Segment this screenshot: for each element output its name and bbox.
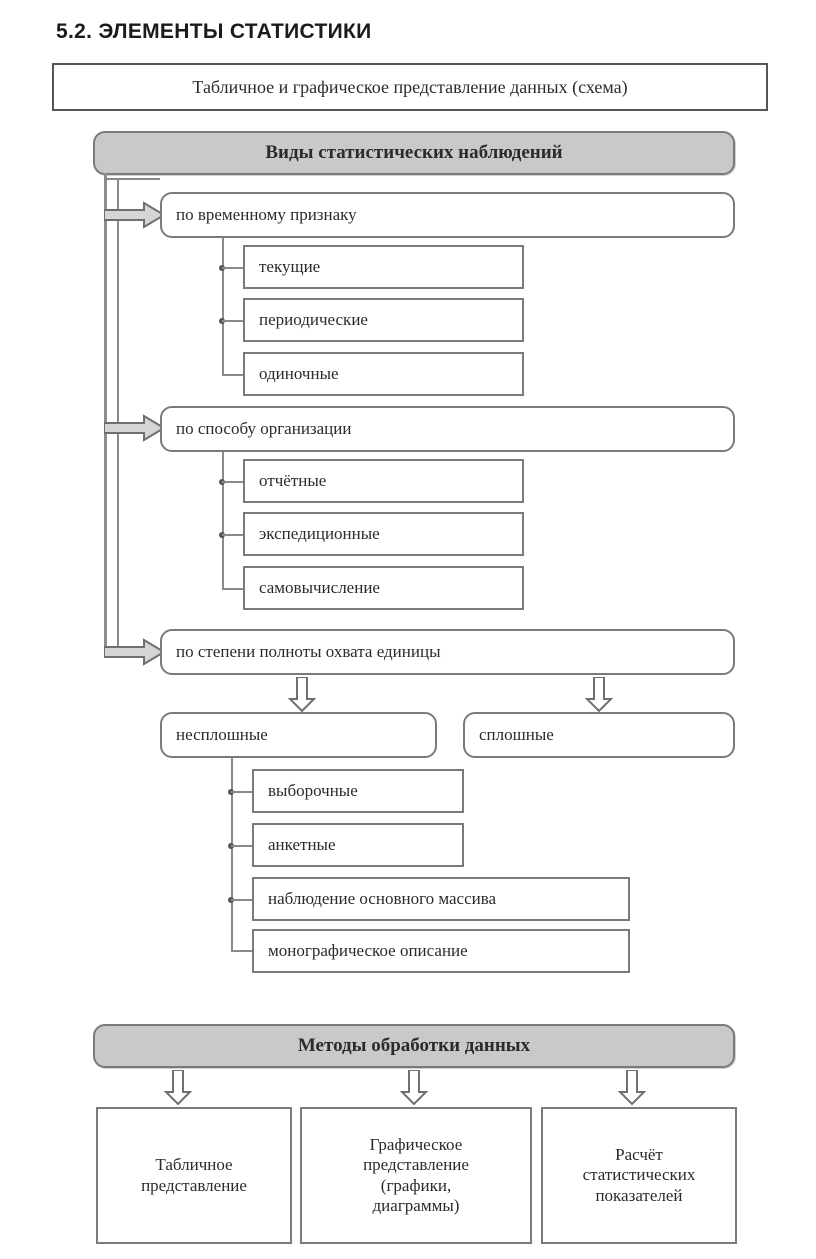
- coverage-item-3-label: монографическое описание: [268, 940, 468, 960]
- category-2-subtree-foot: [222, 588, 244, 590]
- coverage-item-0-label: выборочные: [268, 780, 358, 800]
- method-1-label: Табличное представление: [141, 1155, 247, 1195]
- method-3-box[interactable]: Расчёт статистических показателей: [541, 1107, 737, 1244]
- category-2-item-2-box[interactable]: самовычисление: [243, 566, 524, 610]
- category-1-item-1-stub: [222, 320, 244, 322]
- category-1-box[interactable]: по временному признаку: [160, 192, 735, 238]
- category-2-item-1-stub: [222, 534, 244, 536]
- category-2-item-0-label: отчётные: [259, 470, 327, 490]
- category-2-item-0-box[interactable]: отчётные: [243, 459, 524, 503]
- category-2-box[interactable]: по способу организации: [160, 406, 735, 452]
- category-2-item-1-box[interactable]: экспедиционные: [243, 512, 524, 556]
- method-1-box[interactable]: Табличное представление: [96, 1107, 292, 1244]
- arrow-to-category-3: [104, 637, 166, 667]
- coverage-left-box[interactable]: несплошные: [160, 712, 437, 758]
- category-2-item-0-stub: [222, 481, 244, 483]
- category-1-item-1-label: периодические: [259, 309, 368, 329]
- observations-header-label: Виды статистических наблюдений: [265, 141, 563, 163]
- methods-header-label: Методы обработки данных: [297, 1034, 531, 1056]
- arrow-to-category-2: [104, 413, 166, 443]
- category-3-label: по степени полноты охвата единицы: [176, 641, 441, 661]
- arrow-to-method-3: [618, 1070, 646, 1106]
- arrow-to-coverage-left: [288, 677, 316, 713]
- coverage-right-box[interactable]: сплошные: [463, 712, 735, 758]
- coverage-item-1-stub: [231, 845, 253, 847]
- method-2-label: Графическое представление (графики, диаг…: [363, 1135, 469, 1215]
- trunk-line-inner: [117, 178, 119, 652]
- coverage-item-1-label: анкетные: [268, 834, 336, 854]
- trunk-line: [104, 173, 107, 654]
- schema-caption-label: Табличное и графическое представление да…: [192, 76, 628, 97]
- category-2-item-2-label: самовычисление: [259, 577, 380, 597]
- category-1-item-1-box[interactable]: периодические: [243, 298, 524, 342]
- arrow-to-coverage-right: [585, 677, 613, 713]
- category-2-subtree-spine: [222, 452, 224, 590]
- category-1-label: по временному признаку: [176, 204, 357, 224]
- coverage-item-3-box[interactable]: монографическое описание: [252, 929, 630, 973]
- observations-header: Виды статистических наблюдений: [93, 131, 735, 175]
- category-1-subtree-foot: [222, 374, 244, 376]
- coverage-right-label: сплошные: [479, 724, 554, 744]
- methods-header: Методы обработки данных: [93, 1024, 735, 1068]
- coverage-left-subtree-spine: [231, 758, 233, 952]
- schema-caption-box: Табличное и графическое представление да…: [52, 63, 768, 111]
- coverage-item-2-label: наблюдение основного массива: [268, 888, 497, 908]
- category-1-subtree-spine: [222, 238, 224, 376]
- category-1-item-0-box[interactable]: текущие: [243, 245, 524, 289]
- coverage-item-2-box[interactable]: наблюдение основного массива: [252, 877, 630, 921]
- coverage-item-2-stub: [231, 899, 253, 901]
- arrow-to-method-2: [400, 1070, 428, 1106]
- coverage-item-0-box[interactable]: выборочные: [252, 769, 464, 813]
- arrow-to-method-1: [164, 1070, 192, 1106]
- category-1-item-0-stub: [222, 267, 244, 269]
- category-2-label: по способу организации: [176, 418, 352, 438]
- method-3-label: Расчёт статистических показателей: [582, 1145, 696, 1205]
- category-2-item-1-label: экспедиционные: [259, 523, 380, 543]
- category-1-item-2-label: одиночные: [259, 363, 339, 383]
- coverage-left-subtree-foot: [231, 950, 253, 952]
- category-3-box[interactable]: по степени полноты охвата единицы: [160, 629, 735, 675]
- category-1-item-2-box[interactable]: одиночные: [243, 352, 524, 396]
- trunk-top-bridge: [104, 178, 160, 180]
- coverage-item-1-box[interactable]: анкетные: [252, 823, 464, 867]
- coverage-item-0-stub: [231, 791, 253, 793]
- method-2-box[interactable]: Графическое представление (графики, диаг…: [300, 1107, 532, 1244]
- arrow-to-category-1: [104, 200, 166, 230]
- page-title: 5.2. ЭЛЕМЕНТЫ СТАТИСТИКИ: [56, 20, 372, 43]
- category-1-item-0-label: текущие: [259, 256, 321, 276]
- coverage-left-label: несплошные: [176, 724, 268, 744]
